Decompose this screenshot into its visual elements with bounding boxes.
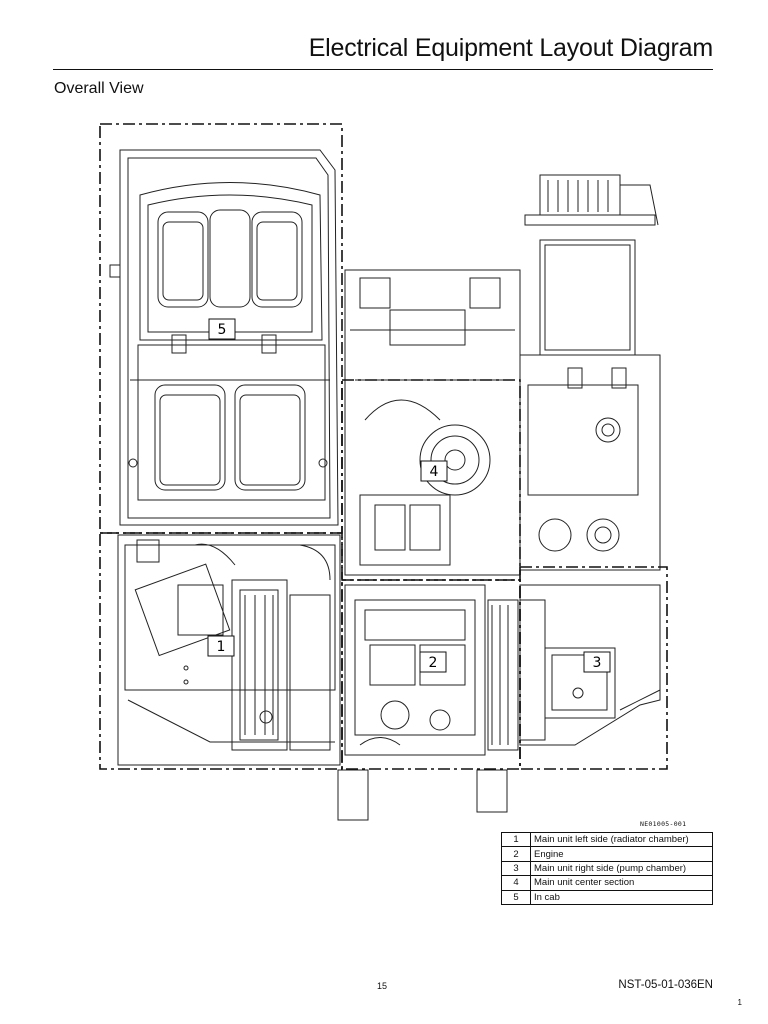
right-bracket [476, 769, 508, 813]
legend-label: Main unit left side (radiator chamber) [530, 831, 713, 848]
callout-5-label: 5 [218, 322, 227, 338]
pump-chamber [519, 584, 661, 746]
callout-5: 5 [208, 318, 236, 340]
callout-2-label: 2 [429, 655, 438, 671]
right-frame [519, 174, 661, 571]
callout-3-label: 3 [593, 655, 602, 671]
callout-1-label: 1 [217, 639, 226, 655]
legend-number: 4 [501, 875, 531, 891]
title-rule [53, 69, 713, 70]
zone-2-outline [341, 579, 521, 770]
callout-2: 2 [419, 651, 447, 673]
legend-label: In cab [530, 889, 713, 905]
radiator-chamber [117, 534, 341, 766]
legend-label: Main unit center section [530, 875, 713, 891]
section-subtitle: Overall View [54, 80, 144, 97]
figure-code: NE01005-001 [640, 820, 687, 828]
zone-4-outline [341, 379, 521, 581]
zone-1-outline [99, 532, 343, 770]
callout-4-label: 4 [430, 464, 439, 480]
legend-label: Engine [530, 846, 713, 862]
center-frame [344, 269, 521, 576]
left-bracket [337, 769, 369, 821]
zone-5-outline [99, 123, 343, 534]
legend-label: Main unit right side (pump chamber) [530, 860, 713, 877]
page-title: Electrical Equipment Layout Diagram [308, 34, 714, 62]
callout-1: 1 [207, 635, 235, 657]
zone-3-outline [519, 566, 668, 770]
callout-3: 3 [583, 651, 611, 673]
corner-number: 1 [737, 998, 742, 1007]
cab-outline [109, 149, 339, 526]
legend-number: 2 [501, 846, 531, 862]
document-id: NST-05-01-036EN [618, 979, 713, 991]
legend-number: 1 [501, 831, 531, 848]
callout-4: 4 [420, 460, 448, 482]
legend-number: 3 [501, 860, 531, 877]
legend-number: 5 [501, 889, 531, 905]
page-number: 15 [377, 981, 388, 991]
